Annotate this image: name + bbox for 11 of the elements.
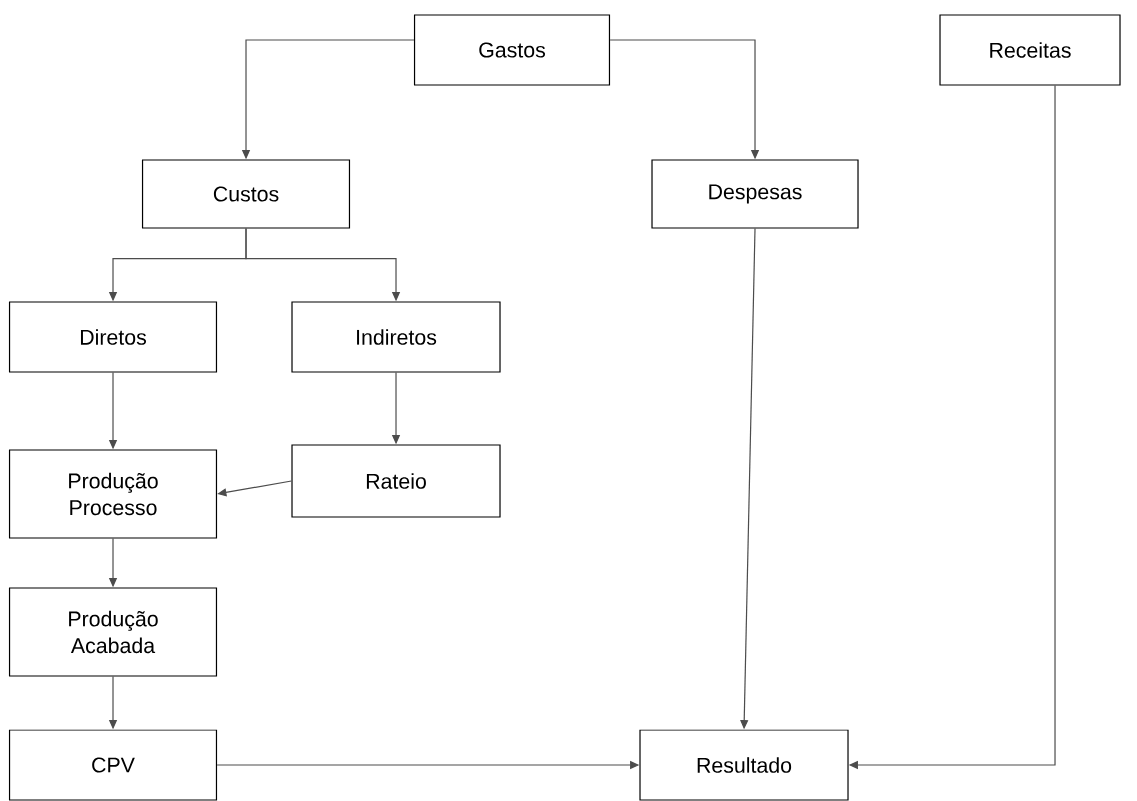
process-box: Resultado [639,729,849,801]
process-box: Diretos [8,301,218,373]
process-box: Produção Acabada [8,587,218,677]
process-box: Indiretos [291,301,501,373]
process-box: Gastos [413,14,611,86]
process-box: Custos [141,159,351,229]
process-box: Produção Processo [8,449,218,539]
process-box: Despesas [651,159,859,229]
process-box: Rateio [291,444,501,518]
process-box: Receitas [939,14,1121,86]
process-box: CPV [8,729,218,801]
